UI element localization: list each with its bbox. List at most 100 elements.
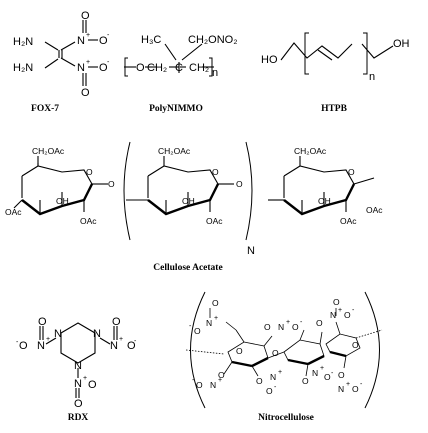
nc-nitrate-o-11: O	[266, 386, 273, 396]
cellulose-acetate-label: Cellulose Acetate	[153, 263, 222, 273]
rdx-nitro-o-5: O	[88, 379, 97, 391]
nc-nitrate-o-15: O	[352, 384, 359, 394]
nc-nitrate-plus-3: +	[338, 307, 342, 314]
rdx-ring-n-1: N	[54, 328, 62, 340]
fox7-amine-2: H₂N	[13, 62, 33, 74]
nc-nitrate-o-9: O	[196, 380, 203, 390]
nc-nitrate-o-10: O	[256, 376, 263, 386]
nc-nitrate-plus-7: +	[346, 381, 350, 388]
nc-nitrate-o-5: O	[316, 318, 323, 328]
nc-nitrate-plus-4: +	[218, 377, 222, 384]
nc-nitrate-o-1: O	[212, 298, 219, 308]
nc-nitrate-n-4: N	[210, 380, 216, 390]
nc-ring-o-1: O	[236, 346, 243, 356]
nitrocellulose-structure: O N + O - O N + O - O N + O O - O O O O …	[185, 291, 383, 423]
nc-nitrate-o-4: O	[292, 322, 299, 332]
nc-nitrate-plus-5: +	[278, 369, 282, 376]
nitrocellulose-label: Nitrocellulose	[258, 413, 314, 423]
fox7-amine-1: H₂N	[13, 36, 33, 48]
nc-nitrate-n-5: N	[270, 372, 276, 382]
polynimmo-ch2-1: CH₂	[147, 62, 167, 74]
nc-nitrate-minus-2: -	[300, 319, 303, 326]
ca-ring1-ring-o: O	[86, 167, 93, 177]
fox7-nitro-n-1: N	[77, 35, 85, 47]
rdx-nitro-o-1: O	[38, 316, 47, 328]
nc-nitrate-o-13: O	[324, 372, 331, 382]
polynimmo-subscript-n: n	[212, 67, 218, 79]
rdx-label: RDX	[68, 413, 89, 423]
nc-nitrate-o-6: O	[333, 297, 340, 307]
fox7-nitro-o-1: O	[99, 35, 108, 47]
ca-glycosidic-o-2: O	[236, 179, 243, 189]
polynimmo-label: PolyNIMMO	[149, 104, 203, 114]
nc-nitrate-n-3: N	[330, 310, 336, 320]
rdx-nitro-o-2: O	[19, 340, 28, 352]
polynimmo-methyl: H₃C	[141, 34, 161, 46]
fox7-charge-plus-1: +	[86, 32, 90, 39]
nc-nitrate-plus-2: +	[286, 319, 290, 326]
ca-ring2-ring-o: O	[212, 167, 219, 177]
rdx-nitro-n-3: N	[74, 378, 82, 390]
rdx-nitro-n-1: N	[37, 340, 45, 352]
polynimmo-ch2-2: CH₂	[189, 62, 209, 74]
fox7-charge-plus-2: +	[86, 59, 90, 66]
nc-nitrate-plus-6: +	[320, 365, 324, 372]
ca-ring3-acetate-top: CH₂OAc	[294, 146, 327, 156]
ca-ring3-acetate-right: OAc	[366, 205, 383, 215]
fox7-nitro-o-3: O	[99, 62, 108, 74]
ca-ring2-acetate-top: CH₂OAc	[158, 146, 191, 156]
nc-nitrate-minus-3: -	[352, 307, 355, 314]
nc-nitrate-minus-7: -	[360, 381, 363, 388]
nc-nitrate-n-6: N	[312, 368, 318, 378]
htpb-hydroxyl-right: OH	[393, 38, 410, 50]
rdx-charge-plus-3: +	[83, 375, 87, 382]
ca-subscript-n: N	[247, 245, 255, 257]
htpb-structure: HO OH n HTPB	[261, 32, 410, 114]
ca-ring2-hydroxyl: OH	[182, 196, 195, 206]
ca-ring3-hydroxyl: OH	[318, 196, 331, 206]
nc-nitrate-n-1: N	[206, 318, 212, 328]
rdx-charge-minus-1: -	[16, 339, 19, 346]
nc-nitrate-minus-6: -	[331, 370, 334, 377]
nc-glycosidic-o: O	[272, 348, 279, 358]
nc-nitrate-o-3: O	[264, 322, 271, 332]
nc-nitrate-n-7: N	[338, 384, 344, 394]
nc-nitrate-minus-5: -	[274, 384, 277, 391]
nc-nitrate-minus-4: -	[192, 377, 195, 384]
ca-ring2-acetate-bottom: OAc	[206, 216, 223, 226]
polynimmo-quaternary-c: C	[175, 62, 183, 74]
rdx-nitro-o-4: O	[127, 340, 136, 352]
nc-nitrate-o-8: O	[218, 370, 225, 380]
rdx-charge-plus-2: +	[119, 336, 123, 343]
nc-nitrate-plus-1: +	[214, 315, 218, 322]
ca-glycosidic-o-1: O	[108, 179, 115, 189]
rdx-charge-minus-2: -	[134, 338, 137, 345]
rdx-nitro-o-6: O	[74, 398, 83, 410]
fox7-charge-minus-2: -	[107, 59, 110, 66]
fox7-nitro-o-2: O	[81, 10, 90, 22]
rdx-ring-n-2: N	[93, 328, 101, 340]
rdx-structure: N N N N + O O - N + O O - N + O O RDX	[16, 316, 137, 423]
ca-ring1-hydroxyl: OH	[56, 196, 69, 206]
ca-ring3-acetate-bottom: OAc	[340, 216, 357, 226]
ca-ring1-acetate-bottom: OAc	[80, 216, 97, 226]
cellulose-acetate-structure: CH₂OAc OAc OH O OAc O CH₂OAc OH O OAc O …	[5, 141, 383, 273]
polynimmo-nitrate-group: CH₂ONO₂	[188, 34, 237, 46]
fox7-nitro-o-4: O	[81, 87, 90, 99]
polynimmo-ether-o: O	[136, 62, 145, 74]
htpb-label: HTPB	[321, 104, 348, 114]
rdx-nitro-n-2: N	[110, 340, 118, 352]
fox7-nitro-n-2: N	[77, 62, 85, 74]
fox7-label: FOX-7	[31, 104, 59, 114]
nc-nitrate-o-14: O	[338, 370, 345, 380]
nc-nitrate-o-2: O	[194, 326, 201, 336]
nc-ring-o-right: O	[352, 340, 359, 350]
nc-nitrate-o-7: O	[344, 310, 351, 320]
htpb-hydroxyl-left: HO	[261, 54, 278, 66]
nc-nitrate-n-2: N	[278, 322, 284, 332]
fox7-structure: H₂N H₂N N + O - O N + O - O FOX-7	[13, 10, 110, 114]
ca-ring1-acetate-top: CH₂OAc	[32, 146, 65, 156]
fox7-charge-minus-1: -	[107, 32, 110, 39]
polynimmo-structure: H₃C CH₂ONO₂ O CH₂ C CH₂ n PolyNIMMO	[124, 34, 237, 114]
